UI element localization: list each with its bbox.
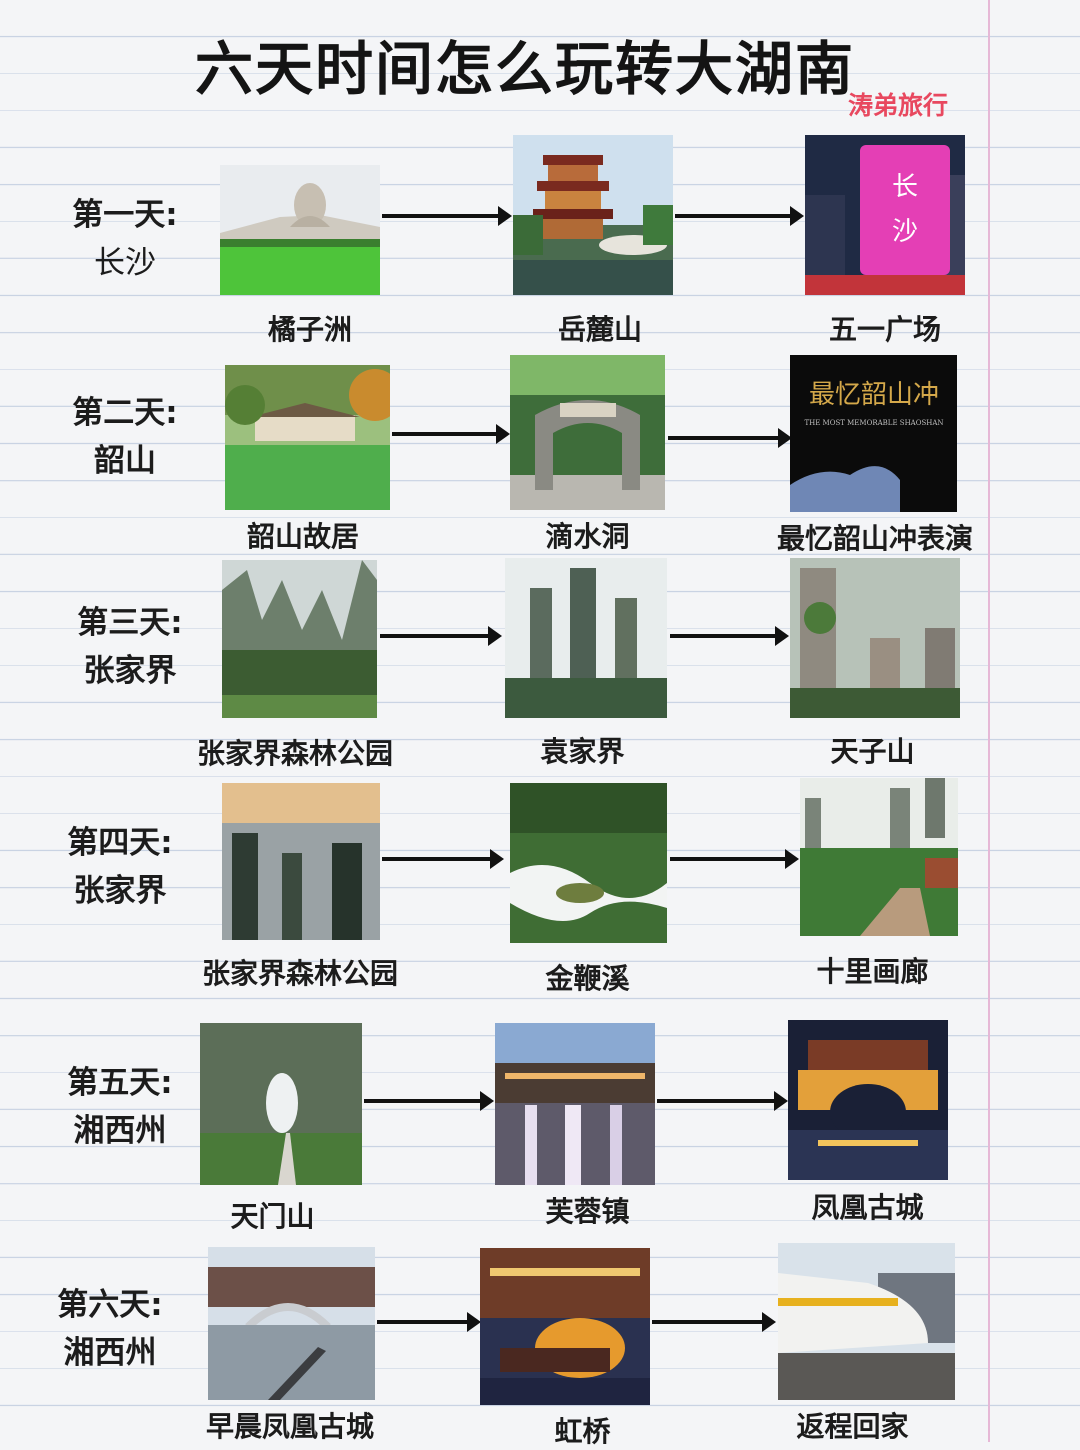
show-subtitle: THE MOST MEMORABLE SHAOSHAN <box>804 419 943 427</box>
photo-furong-town <box>495 1023 655 1185</box>
spot-caption: 张家界森林公园 <box>196 737 393 770</box>
spot-caption: 天门山 <box>230 1200 315 1233</box>
notebook-margin-line <box>988 0 990 1442</box>
photo-golden-whip-stream <box>510 783 667 943</box>
photo-fenghuang-ancient-town <box>788 1020 948 1180</box>
photo-wuyi-square: 长 沙 <box>805 135 965 295</box>
arrow-right-icon <box>670 849 799 869</box>
spot-caption: 十里画廊 <box>816 955 929 988</box>
arrow-right-icon <box>377 1312 481 1332</box>
sign-char-1: 长 <box>892 172 918 202</box>
day-3-label: 第三天: 张家界 <box>77 605 183 689</box>
photo-orange-isle <box>220 165 380 295</box>
brand-label: 涛弟旅行 <box>848 91 949 120</box>
photo-shaoshan-show: 最忆韶山冲 THE MOST MEMORABLE SHAOSHAN <box>790 355 957 512</box>
spot-caption: 虹桥 <box>554 1415 611 1448</box>
day-6-label: 第六天: 湘西州 <box>57 1287 163 1371</box>
arrow-right-icon <box>652 1312 776 1332</box>
photo-return-train <box>778 1243 955 1400</box>
day-5-label: 第五天: 湘西州 <box>67 1065 173 1149</box>
spot-caption: 滴水洞 <box>545 520 630 553</box>
day-4-label: 第四天: 张家界 <box>67 825 173 909</box>
photo-yuelu-mountain <box>513 135 673 295</box>
photo-shaoshan-residence <box>225 365 390 510</box>
photo-rainbow-bridge <box>480 1248 650 1405</box>
photo-tianzi-mountain <box>790 558 960 718</box>
arrow-right-icon <box>670 626 789 646</box>
spot-caption: 袁家界 <box>540 735 625 768</box>
arrow-right-icon <box>382 206 512 226</box>
page-title: 六天时间怎么玩转大湖南 <box>194 35 855 103</box>
sign-char-2: 沙 <box>892 217 918 247</box>
arrow-right-icon <box>382 849 504 869</box>
spot-caption: 金鞭溪 <box>545 962 630 995</box>
spot-caption: 天子山 <box>830 735 915 768</box>
spot-caption: 橘子洲 <box>267 313 352 346</box>
arrow-right-icon <box>364 1091 494 1111</box>
photo-tianmen-mountain <box>200 1023 362 1185</box>
spot-caption: 岳麓山 <box>557 313 642 346</box>
photo-ten-mile-gallery <box>800 778 958 936</box>
day-2-label: 第二天: 韶山 <box>72 395 178 479</box>
spot-caption: 五一广场 <box>828 313 941 346</box>
arrow-right-icon <box>657 1091 788 1111</box>
spot-caption: 张家界森林公园 <box>201 957 398 990</box>
spot-caption: 最忆韶山冲表演 <box>776 522 973 555</box>
photo-fenghuang-morning <box>208 1247 375 1400</box>
spot-caption: 返程回家 <box>796 1410 909 1443</box>
photo-yuanjiajie <box>505 558 667 718</box>
spot-caption: 凤凰古城 <box>811 1191 924 1224</box>
day-1-label: 第一天: 长沙 <box>72 197 178 281</box>
photo-zjj-forest-park-misty <box>222 783 380 940</box>
spot-caption: 芙蓉镇 <box>545 1195 630 1228</box>
arrow-right-icon <box>380 626 502 646</box>
show-title: 最忆韶山冲 <box>809 380 939 410</box>
photo-dishui-cave <box>510 355 665 510</box>
arrow-right-icon <box>392 424 510 444</box>
photo-zjj-forest-park <box>222 560 377 718</box>
spot-caption: 韶山故居 <box>246 520 359 553</box>
arrow-right-icon <box>668 428 792 448</box>
spot-caption: 早晨凤凰古城 <box>205 1410 374 1443</box>
arrow-right-icon <box>675 206 804 226</box>
